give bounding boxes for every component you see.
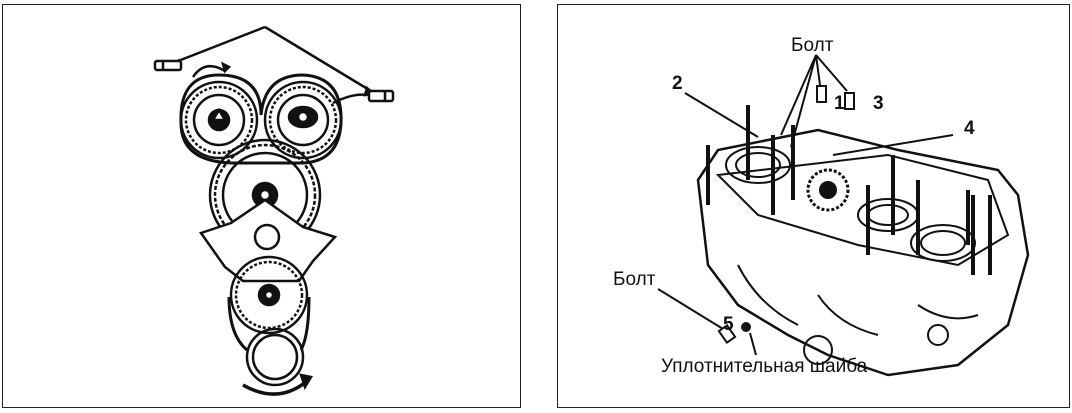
- cylinder-head-drawing: [657, 54, 1030, 377]
- callout-2: 2: [672, 73, 683, 94]
- right-diagram-panel: Болт Болт Уплотнительная шайба 1 2 3 4 5: [557, 4, 1070, 408]
- bolt-label-left: Болт: [613, 269, 656, 290]
- washer-label: Уплотнительная шайба: [661, 356, 868, 377]
- callout-4: 4: [964, 118, 975, 139]
- callout-3: 3: [873, 93, 884, 114]
- callout-1: 1: [834, 93, 845, 114]
- bolt-label-top: Болт: [791, 35, 834, 56]
- left-diagram-panel: [2, 4, 521, 408]
- callout-5: 5: [723, 314, 734, 335]
- gear-train-drawing: [153, 25, 395, 396]
